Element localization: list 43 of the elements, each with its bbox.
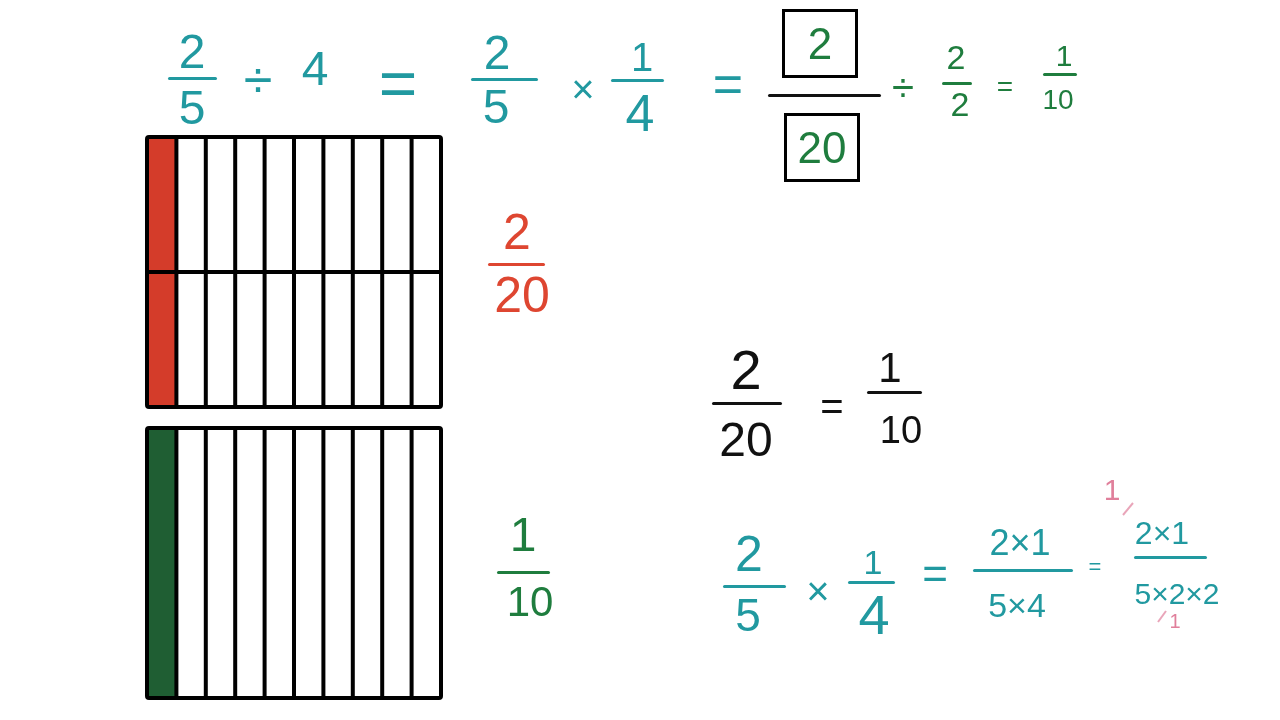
division-sign: ÷ <box>892 67 914 107</box>
cancel-note: 1 <box>1169 611 1181 631</box>
answer-box <box>784 113 860 182</box>
equals-sign: = <box>996 73 1014 101</box>
numerator: 2×1 <box>989 525 1051 561</box>
denominator: 5 <box>482 83 510 131</box>
denominator: 5 <box>178 84 206 132</box>
denominator: 5×2×2 <box>1134 579 1220 609</box>
denominator: 4 <box>625 87 655 139</box>
boxed-number: 2 <box>807 21 833 66</box>
numerator: 1 <box>1055 41 1073 71</box>
numerator: 2×1 <box>1134 517 1190 549</box>
numerator: 1 <box>509 511 537 559</box>
numerator: 1 <box>630 37 654 77</box>
division-sign: ÷ <box>243 54 273 106</box>
denominator: 10 <box>1042 86 1074 114</box>
equals-sign: = <box>922 552 948 596</box>
denominator: 20 <box>719 416 773 464</box>
numerator: 1 <box>863 545 883 579</box>
numerator: 2 <box>946 40 966 74</box>
multiplication-sign: × <box>806 571 830 611</box>
denominator: 5×4 <box>988 588 1046 622</box>
denominator: 10 <box>506 581 554 623</box>
denominator: 4 <box>858 587 890 643</box>
denominator: 20 <box>494 270 550 320</box>
numerator: 2 <box>178 28 206 76</box>
numerator: 1 <box>878 347 902 389</box>
numerator: 2 <box>730 342 762 398</box>
cancel-note: 1 <box>1103 475 1121 505</box>
equals-sign: = <box>712 58 744 110</box>
whole-number: 4 <box>301 45 329 93</box>
denominator: 2 <box>950 87 970 121</box>
equals-sign: = <box>1088 556 1102 578</box>
numerator: 2 <box>735 529 763 579</box>
multiplication-sign: × <box>571 69 595 109</box>
denominator: 10 <box>879 411 923 449</box>
numerator: 2 <box>503 207 531 257</box>
denominator: 5 <box>735 592 761 638</box>
numerator: 2 <box>483 29 511 77</box>
boxed-number: 20 <box>797 125 847 170</box>
answer-box <box>782 9 858 78</box>
equals-sign: = <box>378 50 418 116</box>
equals-sign: = <box>820 386 844 426</box>
